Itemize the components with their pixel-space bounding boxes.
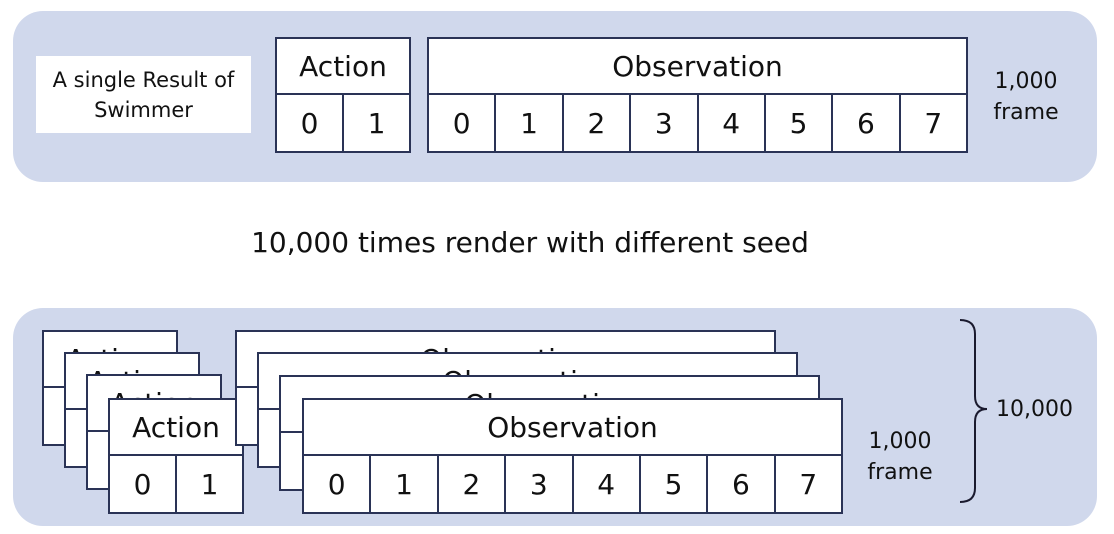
observation-cell: 5 xyxy=(763,95,831,151)
brace-count-label: 10,000 xyxy=(996,397,1073,422)
top-action-table: Action 0 1 xyxy=(275,37,411,153)
top-frames-label: 1,000 frame xyxy=(993,69,1059,125)
observation-cell: 5 xyxy=(638,456,706,512)
observation-cells: 0 1 2 3 4 5 6 7 xyxy=(429,95,966,151)
observation-cell: 7 xyxy=(898,95,966,151)
observation-header: Observation xyxy=(304,400,841,456)
observation-cell: 3 xyxy=(504,456,571,512)
action-header: Action xyxy=(277,39,409,95)
action-cells: 0 1 xyxy=(110,456,242,512)
observation-cell: 6 xyxy=(706,456,773,512)
observation-cell: 3 xyxy=(629,95,696,151)
front-action-table: Action 0 1 xyxy=(108,398,244,514)
render-caption: 10,000 times render with different seed xyxy=(251,226,809,259)
top-observation-table: Observation 0 1 2 3 4 5 6 7 xyxy=(427,37,968,153)
observation-cell: 2 xyxy=(561,95,629,151)
action-cell: 0 xyxy=(133,467,152,501)
observation-cells: 0 1 2 3 4 5 6 7 xyxy=(304,456,841,512)
observation-cell: 7 xyxy=(773,456,841,512)
bottom-frames-label: 1,000 frame xyxy=(867,429,933,485)
front-observation-table: Observation 0 1 2 3 4 5 6 7 xyxy=(302,398,843,514)
observation-cell: 0 xyxy=(452,106,471,140)
observation-cell: 1 xyxy=(494,95,561,151)
action-header: Action xyxy=(110,400,242,456)
observation-cell: 4 xyxy=(696,95,764,151)
action-cells: 0 1 xyxy=(277,95,409,151)
observation-cell: 2 xyxy=(436,456,504,512)
observation-cell: 4 xyxy=(571,456,639,512)
observation-header: Observation xyxy=(429,39,966,95)
action-cell: 1 xyxy=(342,95,409,151)
action-cell: 0 xyxy=(300,106,319,140)
single-result-label: A single Result of Swimmer xyxy=(36,56,251,133)
observation-cell: 0 xyxy=(327,467,346,501)
observation-cell: 6 xyxy=(831,95,898,151)
action-cell: 1 xyxy=(175,456,242,512)
curly-brace-icon xyxy=(959,319,988,503)
observation-cell: 1 xyxy=(369,456,436,512)
